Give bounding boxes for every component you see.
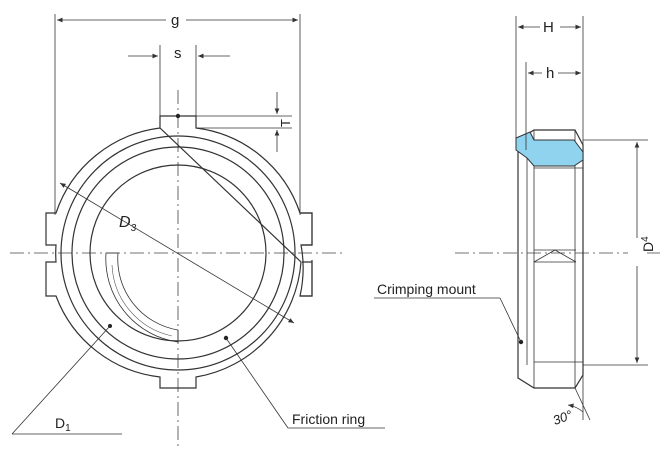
dim-d3-main: D xyxy=(119,214,131,231)
dim-small-h-label-bg xyxy=(542,62,558,80)
friction-ring-label: Friction ring xyxy=(292,411,365,427)
dim-t-label: T xyxy=(278,119,293,127)
slot-right-lower xyxy=(300,261,313,297)
nut-outer-contour xyxy=(45,115,313,389)
dim-h-label-bg xyxy=(540,16,560,34)
slot-right-upper xyxy=(300,212,313,246)
crimping-mount-label: Crimping mount xyxy=(377,281,476,297)
crimping-mount-leader xyxy=(499,297,522,343)
dim-d4-label-bg xyxy=(628,238,646,266)
side-body-outline xyxy=(517,129,584,389)
d1-label: D1 xyxy=(55,415,71,434)
dim-d4-main: D xyxy=(640,242,656,252)
angle-label: 30° xyxy=(551,407,575,428)
dim-d3-sub: 3 xyxy=(131,223,137,234)
friction-ring-leader xyxy=(225,337,289,429)
angle-ext-line xyxy=(574,387,591,421)
dim-d3-label: D3 xyxy=(119,214,137,234)
friction-ring-groove-inner xyxy=(111,264,173,337)
dim-d4-sub: 4 xyxy=(640,236,651,242)
front-view: g s T D3 D1 Friction ring xyxy=(10,10,385,450)
d1-main: D xyxy=(55,415,65,431)
side-view: H h D4 30° Crimping mount xyxy=(374,16,660,428)
friction-ring-insert xyxy=(515,131,584,167)
thread-symbol xyxy=(533,249,577,263)
dim-small-h-label: h xyxy=(546,65,554,82)
dim-d4-label: D4 xyxy=(640,236,656,252)
friction-ring-groove xyxy=(105,252,179,343)
dim-h-label: H xyxy=(543,19,554,36)
d1-leader xyxy=(11,325,111,435)
dim-s-label: s xyxy=(174,45,182,62)
dim-g-label: g xyxy=(171,12,179,29)
d1-sub: 1 xyxy=(65,423,71,434)
dim-d3-line xyxy=(59,182,295,324)
dim-g-label-bg xyxy=(166,10,186,28)
angle-arc xyxy=(567,403,584,413)
